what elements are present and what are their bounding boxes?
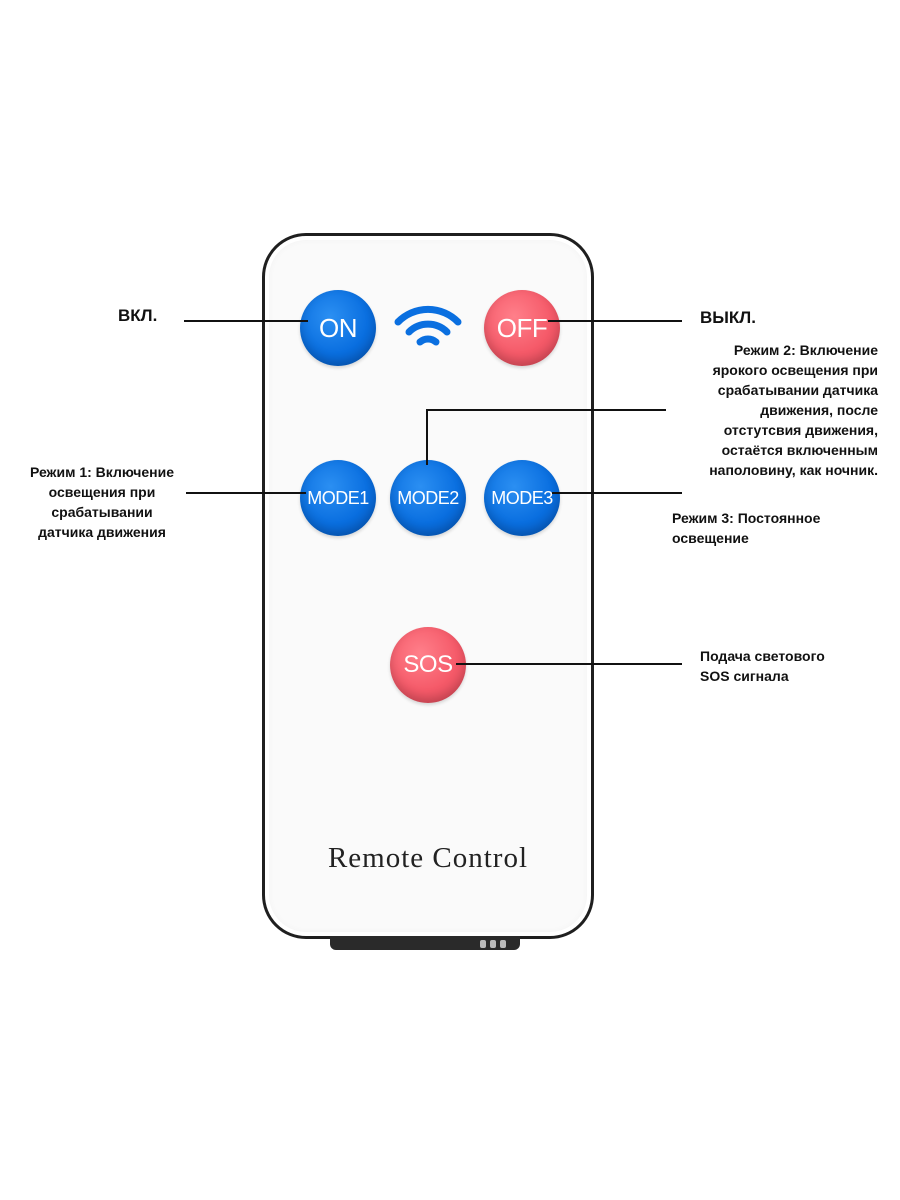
- sos-annotation-line: Подача светового: [700, 648, 825, 664]
- tab-slot: [480, 940, 486, 948]
- mode1-annotation-line: освещения при: [48, 484, 156, 500]
- off-annotation: ВЫКЛ.: [700, 308, 756, 327]
- mode1-button[interactable]: MODE1: [300, 460, 376, 536]
- mode2-button-label: MODE2: [397, 487, 459, 508]
- mode1-annotation-line: датчика движения: [38, 524, 166, 540]
- mode3-annotation: Режим 3: Постоянное освещение: [672, 508, 882, 548]
- mode1-annotation-line: срабатывании: [51, 504, 153, 520]
- mode3-button[interactable]: MODE3: [484, 460, 560, 536]
- on-button-label: ON: [319, 312, 358, 343]
- leader-line-mode2-vertical: [426, 409, 428, 465]
- battery-tab: [330, 936, 520, 950]
- mode3-annotation-line: Режим 3: Постоянное: [672, 510, 821, 526]
- mode2-annotation-line: ярокого освещения при: [712, 362, 878, 378]
- mode1-annotation: Режим 1: Включение освещения при срабаты…: [4, 462, 200, 542]
- mode3-button-label: MODE3: [491, 487, 553, 508]
- leader-line-mode2-horizontal: [426, 409, 666, 411]
- mode2-button[interactable]: MODE2: [390, 460, 466, 536]
- on-annotation: ВКЛ.: [118, 306, 158, 325]
- mode2-annotation: Режим 2: Включение ярокого освещения при…: [650, 340, 878, 480]
- sos-button-label: SOS: [403, 651, 453, 678]
- leader-line-sos: [456, 663, 682, 665]
- leader-line-on: [184, 320, 308, 322]
- on-button[interactable]: ON: [300, 290, 376, 366]
- tab-slot: [500, 940, 506, 948]
- tab-slot: [490, 940, 496, 948]
- mode2-annotation-line: отстутсвия движения,: [723, 422, 878, 438]
- mode2-annotation-line: срабатывании датчика: [717, 382, 878, 398]
- off-button-label: OFF: [496, 312, 548, 343]
- sos-annotation: Подача светового SOS сигнала: [700, 646, 890, 686]
- wifi-signal-icon: [392, 300, 464, 352]
- mode1-button-label: MODE1: [307, 487, 369, 508]
- leader-line-off: [548, 320, 682, 322]
- mode2-annotation-line: наполовину, как ночник.: [709, 462, 878, 478]
- leader-line-mode3: [552, 492, 682, 494]
- sos-button[interactable]: SOS: [390, 627, 466, 703]
- remote-title: Remote Control: [327, 842, 529, 874]
- mode3-annotation-line: освещение: [672, 530, 749, 546]
- mode2-annotation-line: движения, после: [760, 402, 878, 418]
- mode2-annotation-line: Режим 2: Включение: [733, 342, 878, 358]
- mode1-annotation-line: Режим 1: Включение: [29, 464, 175, 480]
- leader-line-mode1: [186, 492, 306, 494]
- mode2-annotation-line: остаётся включенным: [721, 442, 878, 458]
- off-button[interactable]: OFF: [484, 290, 560, 366]
- sos-annotation-line: SOS сигнала: [700, 668, 789, 684]
